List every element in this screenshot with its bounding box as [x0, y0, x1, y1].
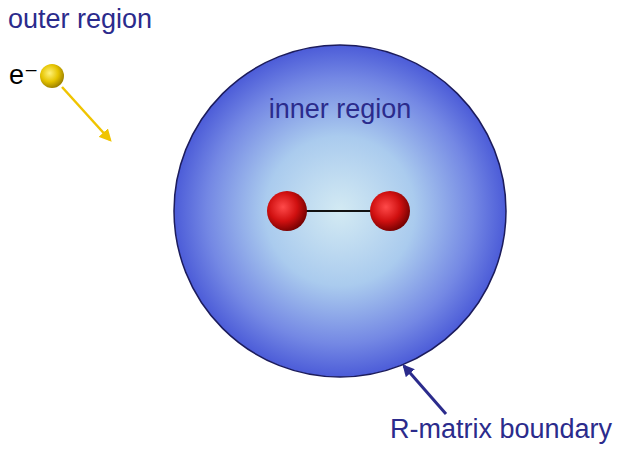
leader-arrow [404, 366, 446, 414]
region-label: outer region [8, 4, 152, 35]
region-circle: inner region [173, 44, 507, 378]
electron-arrow [62, 87, 110, 140]
boundary-label: R-matrix boundary [390, 414, 612, 445]
electron [40, 64, 64, 88]
particle-label: e⁻ [9, 60, 38, 91]
leader-line [404, 366, 446, 414]
region-label: inner region [269, 94, 412, 125]
